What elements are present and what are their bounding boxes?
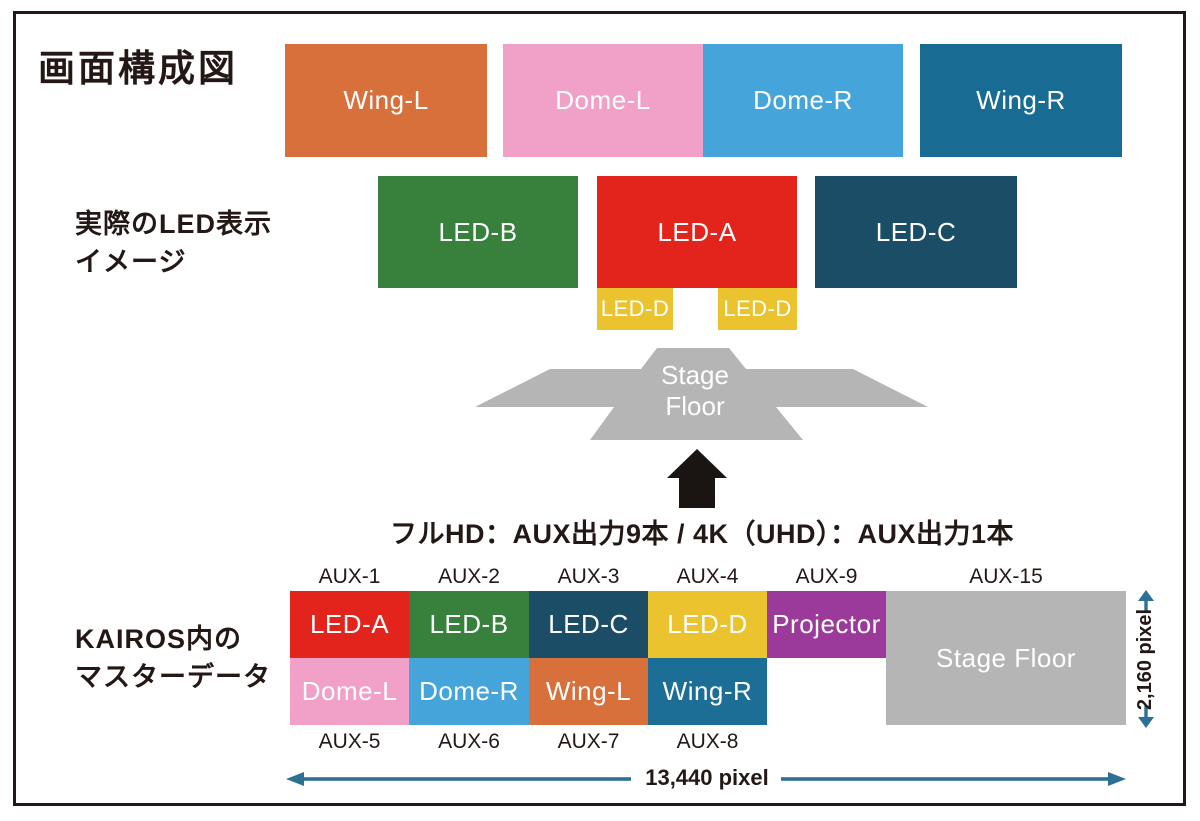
up-arrow-icon — [667, 449, 727, 508]
diagram-border — [13, 11, 1186, 806]
page-title: 画面構成図 — [38, 48, 238, 89]
vertical-dimension-label: 2,160 pixel — [1134, 608, 1157, 710]
down-arrow-stem — [1144, 705, 1148, 718]
aux-label-6: AUX-6 — [438, 730, 500, 753]
section-label-led-image: 実際のLED表示 イメージ — [75, 205, 272, 281]
display-box-led-c: LED-C — [815, 176, 1017, 288]
stage-floor-shape — [475, 348, 928, 440]
down-arrowhead — [1138, 717, 1154, 728]
grid-cell-led-a: LED-A — [290, 591, 409, 658]
grid-cell-dome-l: Dome-L — [290, 658, 409, 725]
section-label-kairos-line1: KAIROS内の — [75, 624, 243, 654]
stage-floor-polygon — [475, 348, 928, 440]
right-arrowhead — [1108, 772, 1126, 786]
display-box-wing-r: Wing-R — [920, 44, 1122, 157]
vertical-dimension-label-wrap: 2,160 pixel — [1086, 589, 1200, 729]
left-dimension-line — [301, 777, 631, 781]
grid-cell-wing-r: Wing-R — [648, 658, 767, 725]
grid-cell-led-c: LED-C — [529, 591, 648, 658]
up-arrow-stem — [1144, 600, 1148, 613]
horizontal-dimension-label: 13,440 pixel — [645, 765, 769, 790]
aux-label-9: AUX-9 — [795, 565, 858, 588]
grid-cell-projector: Projector — [767, 591, 886, 658]
up-arrow-polygon — [667, 449, 727, 508]
left-arrowhead — [286, 772, 304, 786]
right-dimension-line — [781, 777, 1111, 781]
section-label-kairos-line2: マスターデータ — [75, 662, 271, 692]
horizontal-dimension-arrows-icon — [286, 772, 1126, 786]
grid-cell-led-b: LED-B — [409, 591, 529, 658]
display-box-dome-r: Dome-R — [703, 44, 903, 157]
stage-floor-label-line2: Floor — [665, 391, 725, 421]
aux-label-3: AUX-3 — [557, 565, 620, 588]
grid-cell-led-d: LED-D — [648, 591, 767, 658]
aux-label-5: AUX-5 — [318, 730, 381, 753]
up-arrowhead — [1138, 590, 1154, 601]
aux-label-15: AUX-15 — [969, 565, 1043, 588]
display-box-led-a: LED-A — [597, 176, 797, 288]
display-box-led-d-right: LED-D — [718, 288, 797, 330]
aux-label-4: AUX-4 — [676, 565, 739, 588]
aux-label-2: AUX-2 — [438, 565, 500, 588]
aux-label-8: AUX-8 — [676, 730, 739, 753]
display-box-led-b: LED-B — [378, 176, 578, 288]
vertical-dimension-arrows-icon — [1138, 590, 1154, 728]
aux-label-7: AUX-7 — [557, 730, 620, 753]
stage-floor-label: Stage Floor — [620, 360, 770, 422]
display-box-dome-l: Dome-L — [503, 44, 703, 157]
stage-floor-label-line1: Stage — [661, 360, 729, 390]
aux-label-1: AUX-1 — [318, 565, 381, 588]
aux-output-note: フルHD：AUX出力9本 / 4K（UHD）：AUX出力1本 — [389, 519, 1015, 549]
section-label-led-image-line2: イメージ — [75, 247, 187, 277]
section-label-led-image-line1: 実際のLED表示 — [75, 209, 272, 239]
grid-cell-dome-r: Dome-R — [409, 658, 529, 725]
display-box-wing-l: Wing-L — [285, 44, 487, 157]
grid-cell-wing-l: Wing-L — [529, 658, 648, 725]
section-label-kairos-master: KAIROS内の マスターデータ — [75, 620, 271, 696]
grid-cell-stage-floor: Stage Floor — [886, 591, 1126, 725]
display-box-led-d-left: LED-D — [597, 288, 673, 330]
